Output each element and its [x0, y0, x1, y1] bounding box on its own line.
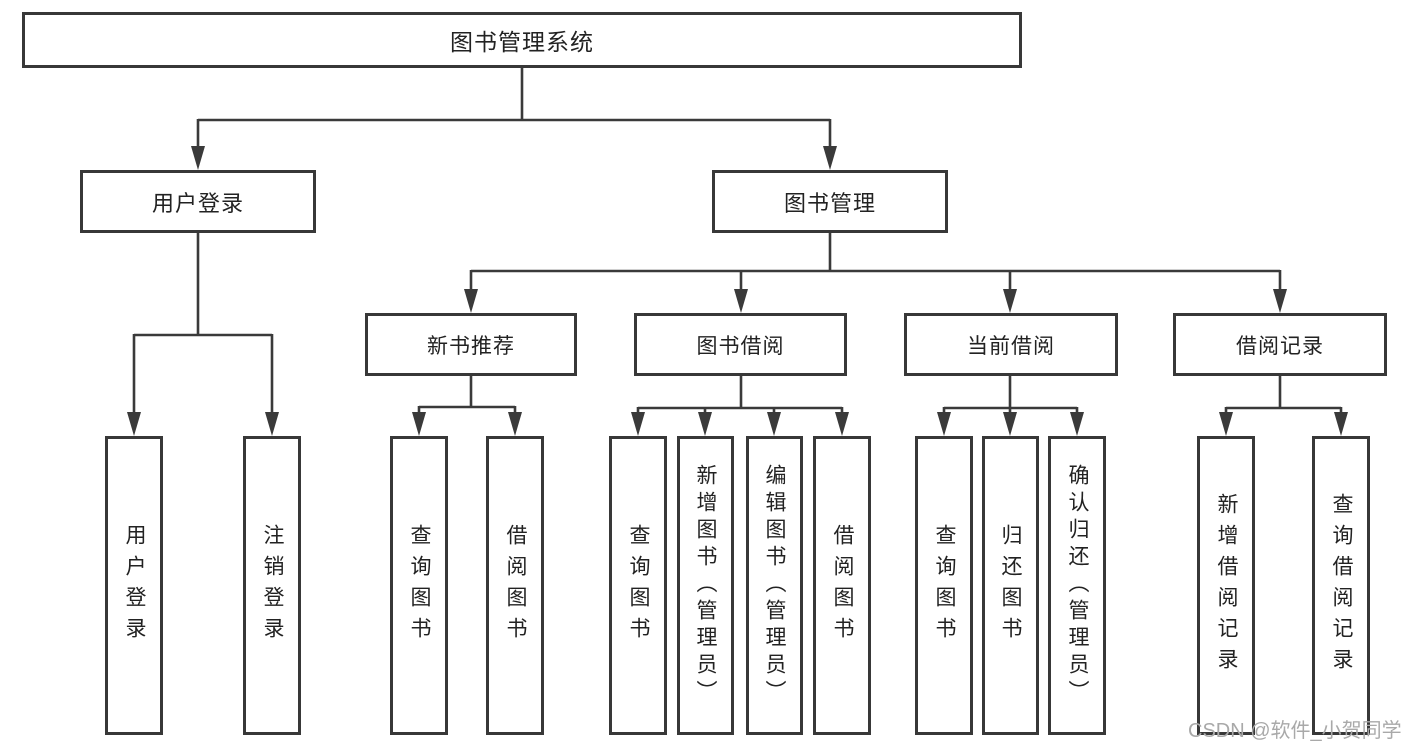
leaf-add-book-admin: 新增图书（管理员）: [677, 436, 734, 735]
leaf-add-borrow-record: 新增借阅记录: [1197, 436, 1255, 735]
leaf-edit-book-admin: 编辑图书（管理员）: [746, 436, 803, 735]
node-book-borrow: 图书借阅: [634, 313, 847, 376]
leaf-borrow-books-1: 借阅图书: [486, 436, 544, 735]
leaf-user-login: 用户登录: [105, 436, 163, 735]
connector-borrow-records-to-leaves: [1219, 376, 1348, 436]
connector-current-borrow-to-leaves: [937, 376, 1084, 436]
connector-new-book-to-leaves: [412, 376, 522, 436]
leaf-query-borrow-record: 查询借阅记录: [1312, 436, 1370, 735]
watermark-text: CSDN @软件_小贺同学: [1188, 720, 1402, 742]
node-root: 图书管理系统: [22, 12, 1022, 68]
node-user-login: 用户登录: [80, 170, 316, 233]
node-borrow-records: 借阅记录: [1173, 313, 1387, 376]
leaf-query-books-1: 查询图书: [390, 436, 448, 735]
node-book-management: 图书管理: [712, 170, 948, 233]
leaf-confirm-return-admin: 确认归还（管理员）: [1048, 436, 1106, 735]
leaf-query-books-2: 查询图书: [609, 436, 667, 735]
leaf-query-books-3: 查询图书: [915, 436, 973, 735]
connector-book-management-to-groups: [464, 233, 1287, 313]
connector-book-borrow-to-leaves: [631, 376, 849, 436]
node-current-borrow: 当前借阅: [904, 313, 1118, 376]
leaf-return-books: 归还图书: [982, 436, 1039, 735]
connector-root-to-level2: [191, 68, 837, 170]
leaf-borrow-books-2: 借阅图书: [813, 436, 871, 735]
node-new-book-recommend: 新书推荐: [365, 313, 577, 376]
leaf-logout: 注销登录: [243, 436, 301, 735]
connector-user-login-to-leaves: [127, 233, 279, 436]
